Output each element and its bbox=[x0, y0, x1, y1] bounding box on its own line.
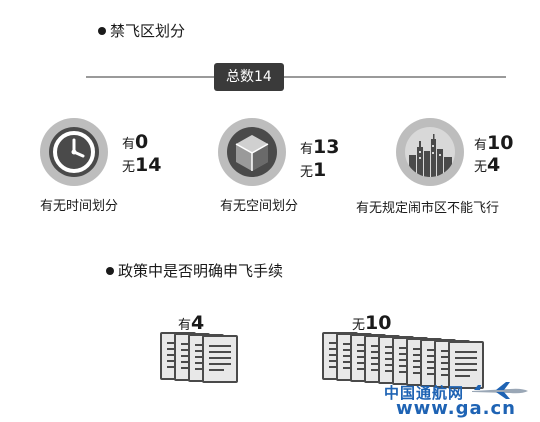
bullet-dot bbox=[106, 267, 114, 275]
stat-city-has: 有10 bbox=[474, 132, 514, 154]
watermark-url: www.ga.cn bbox=[396, 398, 516, 419]
caption-city: 有无规定闹市区不能飞行 bbox=[356, 201, 500, 216]
section-title-application: 政策中是否明确申飞手续 bbox=[106, 262, 283, 280]
caption-time: 有无时间划分 bbox=[40, 199, 119, 214]
document-icon bbox=[448, 341, 484, 389]
airplane-icon bbox=[470, 380, 532, 404]
document-icon bbox=[202, 335, 238, 383]
stat-time-has: 有0 bbox=[122, 131, 149, 153]
bullet-dot bbox=[98, 27, 106, 35]
city-ring bbox=[396, 118, 464, 186]
clock-icon bbox=[49, 127, 99, 177]
docs-has-label: 有4 bbox=[178, 312, 205, 334]
space-ring bbox=[218, 118, 286, 186]
section-title-no-fly-zone: 禁飞区划分 bbox=[98, 22, 185, 40]
docs-no-label: 无10 bbox=[352, 312, 392, 334]
docs-no-stack bbox=[322, 332, 492, 392]
stat-time-no: 无14 bbox=[122, 154, 162, 176]
divider-line bbox=[86, 76, 506, 78]
docs-has-stack bbox=[160, 332, 260, 392]
space-cube-icon bbox=[227, 127, 277, 177]
watermark-cn: 中国通航网 bbox=[384, 384, 465, 402]
caption-space: 有无空间划分 bbox=[220, 199, 299, 214]
total-badge: 总数14 bbox=[214, 63, 284, 91]
city-skyline-icon bbox=[405, 127, 455, 177]
clock-ring bbox=[40, 118, 108, 186]
stat-space-has: 有13 bbox=[300, 136, 340, 158]
stat-space-no: 无1 bbox=[300, 159, 327, 181]
stat-city-no: 无4 bbox=[474, 154, 501, 176]
section-title-text: 政策中是否明确申飞手续 bbox=[118, 262, 284, 280]
section-title-text: 禁飞区划分 bbox=[110, 22, 186, 40]
